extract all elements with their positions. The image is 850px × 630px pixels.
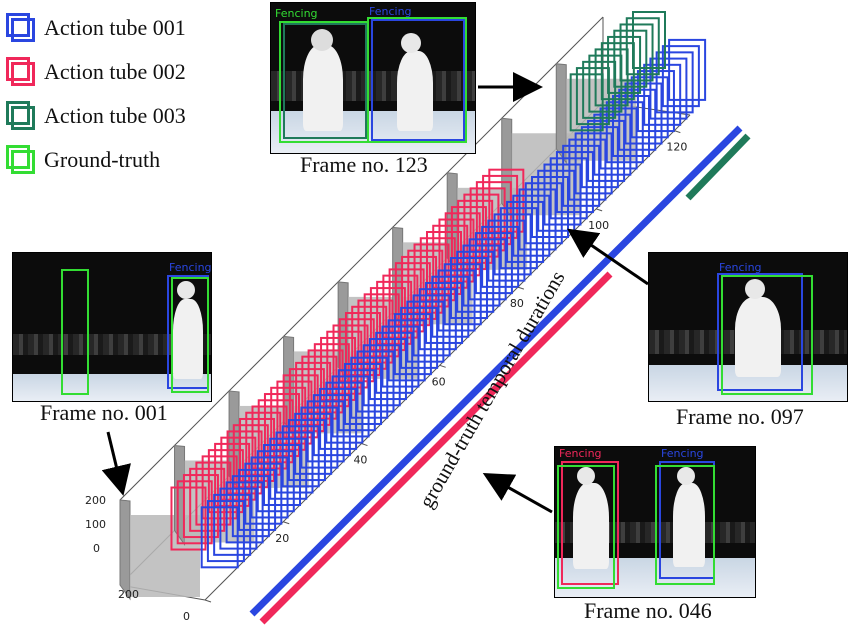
legend-label: Action tube 002 [44,59,186,84]
fencer-head [177,281,195,299]
x-tick-label: 200 [118,588,139,601]
legend-label: Ground-truth [44,147,161,172]
frame-123-image: Fencing Fencing [270,2,476,154]
y-tick-label: 200 [85,494,106,507]
legend-label: Action tube 001 [44,15,186,40]
time-tick-label: 80 [510,297,524,310]
frame-001-image: Fencing [12,252,212,402]
tube3-box [283,23,367,139]
y-tick-label: 0 [93,542,100,555]
fencer-head [745,279,765,299]
ground-truth-box [655,465,715,585]
fencer-head [311,29,333,51]
legend: Action tube 001 Action tube 002 Action t… [6,6,186,182]
time-tick-label: 60 [432,375,446,388]
frame-097-caption: Frame no. 097 [676,404,804,429]
legend-item-tube1: Action tube 001 [6,6,186,50]
frame-slab [555,63,567,165]
arrow-frame-046 [482,473,553,514]
legend-swatch-icon [6,57,36,87]
box-label: Fencing [275,7,318,20]
tube3-box [613,29,648,88]
tube3-box [569,73,604,132]
time-tick-label: 120 [666,141,687,154]
time-tick-label: 20 [275,532,289,545]
fencer-figure [173,299,203,379]
time-tick-mark [283,521,290,525]
box-label: Fencing [661,447,704,460]
tube3-box [619,23,654,82]
duration-bar-tube1 [249,125,743,617]
time-tick-label: 40 [353,454,367,467]
tube1-box [371,19,465,141]
legend-item-tube3: Action tube 003 [6,94,186,138]
legend-swatch-icon [6,13,36,43]
tube3-box [632,11,666,69]
fencer-figure [673,483,705,567]
fencer-figure [735,297,781,377]
tube3-box [607,35,642,94]
frame-slab [119,499,131,601]
duration-bar-tube2 [259,271,613,625]
time-tick-mark [517,286,525,290]
time-tick-mark [595,208,603,212]
time-tick-mark [439,364,446,368]
fencer-head [401,33,421,53]
frame-046-image: Fencing Fencing [554,446,756,598]
fencer-figure [397,51,433,131]
tube3-box [625,17,660,76]
tube1-box [661,45,700,108]
y-tick-label: 100 [85,518,106,531]
legend-swatch-icon [6,145,36,175]
frame-097-image: Fencing [648,252,848,402]
legend-item-tube2: Action tube 002 [6,50,186,94]
box-label: Fencing [169,261,212,274]
action-tubes [170,11,707,569]
tube3-box [594,48,629,107]
time-tick-mark [361,443,368,447]
ground-truth-box [171,277,209,393]
legend-item-ground-truth: Ground-truth [6,138,186,182]
tube3-box [582,60,617,119]
fencer-figure [573,483,609,569]
tube1-box [655,51,694,114]
arrow-frame-097 [567,228,649,286]
box-label: Fencing [719,261,762,274]
ground-truth-box [557,465,615,589]
fencer-figure [303,45,343,131]
tube3-box [600,42,635,101]
ground-truth-box [721,275,813,395]
fencer-head [677,467,695,485]
tube1-box [717,273,803,391]
time-axis-ticks: 0 20 40 60 80 100 120 [183,130,687,623]
tube3-box [575,67,610,126]
tube2-box [561,461,619,585]
time-tick-mark [204,599,212,603]
box-label: Fencing [369,5,412,18]
tube3-box [588,54,623,113]
arrow-frame-001 [101,431,131,496]
frame-001-caption: Frame no. 001 [40,400,168,425]
legend-label: Action tube 003 [44,103,186,128]
fencer-head [577,467,595,485]
frame-046-caption: Frame no. 046 [584,598,712,623]
ground-truth-box [61,269,89,395]
legend-swatch-icon [6,101,36,131]
time-tick-label: 0 [183,610,190,623]
time-tick-mark [674,130,681,134]
ground-truth-box [367,17,467,143]
duration-bar-tube3 [685,133,751,201]
time-tick-label: 100 [588,219,609,232]
frame-123-caption: Frame no. 123 [300,152,428,177]
tube1-box [668,38,707,101]
box-label: Fencing [559,447,602,460]
